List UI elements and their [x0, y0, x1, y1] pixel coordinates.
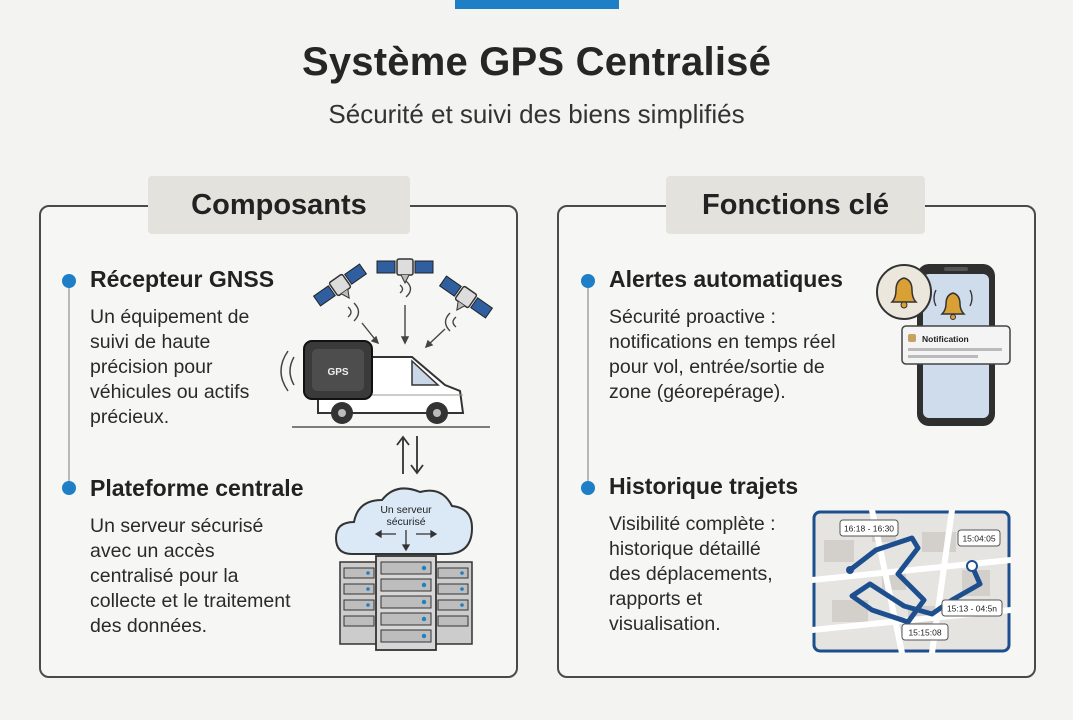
server-rack-icon: [339, 555, 473, 651]
route-map-illustration: 16:18 - 16:30 15:04:05 15:13 - 04:5n 15:…: [812, 510, 1011, 653]
map-time-label: 15:04:05: [957, 529, 1001, 547]
svg-text:15:15:08: 15:15:08: [908, 628, 941, 638]
history-title: Historique trajets: [609, 473, 799, 499]
cloud-label-line2: sécurisé: [386, 516, 425, 528]
map-time-label: 16:18 - 16:30: [839, 519, 899, 537]
alerts-bullet-dot: [581, 274, 595, 288]
map-time-label: 15:15:08: [901, 623, 949, 641]
svg-text:15:04:05: 15:04:05: [962, 534, 995, 544]
notification-label: Notification: [922, 334, 969, 344]
gnss-description: Un équipement de suivi de haute précisio…: [90, 306, 250, 428]
history-bullet-dot: [581, 481, 595, 495]
gps-device-icon: GPS: [280, 340, 373, 400]
satellite-icon: [312, 263, 368, 307]
alerts-description: Sécurité proactive : notifications en te…: [609, 306, 836, 403]
map-time-label: 15:13 - 04:5n: [941, 599, 1003, 617]
notification-card: Notification: [901, 325, 1011, 365]
cloud-label-line1: Un serveur: [380, 504, 432, 516]
bell-icon: [933, 289, 973, 320]
components-timeline: [68, 284, 70, 489]
page-subtitle: Sécurité et suivi des biens simplifiés: [328, 99, 745, 129]
satellite-icon: [438, 275, 494, 319]
top-accent-bar: [455, 0, 619, 9]
platform-bullet-dot: [62, 481, 76, 495]
sync-arrows-icon: [396, 435, 424, 475]
satellite-icon: [376, 258, 434, 285]
bell-icon: [876, 264, 932, 320]
gnss-receiver-illustration: GPS: [280, 258, 494, 428]
page-title: Système GPS Centralisé: [301, 40, 772, 84]
svg-text:16:18 - 16:30: 16:18 - 16:30: [844, 524, 894, 534]
platform-title: Plateforme centrale: [90, 475, 304, 501]
platform-description: Un serveur sécurisé avec un accès centra…: [90, 515, 291, 637]
alerts-illustration: Notification: [876, 264, 1011, 426]
gps-device-label: GPS: [327, 367, 348, 378]
functions-timeline: [587, 284, 589, 489]
components-tab: Composants: [148, 176, 410, 234]
svg-text:15:13 - 04:5n: 15:13 - 04:5n: [947, 604, 997, 614]
cloud-icon: Un serveur sécurisé: [334, 487, 474, 555]
functions-tab: Fonctions clé: [666, 176, 925, 234]
alerts-title: Alertes automatiques: [609, 266, 843, 292]
history-description: Visibilité complète : historique détaill…: [609, 513, 776, 635]
gnss-bullet-dot: [62, 274, 76, 288]
central-server-illustration: Un serveur sécurisé: [334, 487, 474, 651]
gnss-title: Récepteur GNSS: [90, 266, 275, 292]
